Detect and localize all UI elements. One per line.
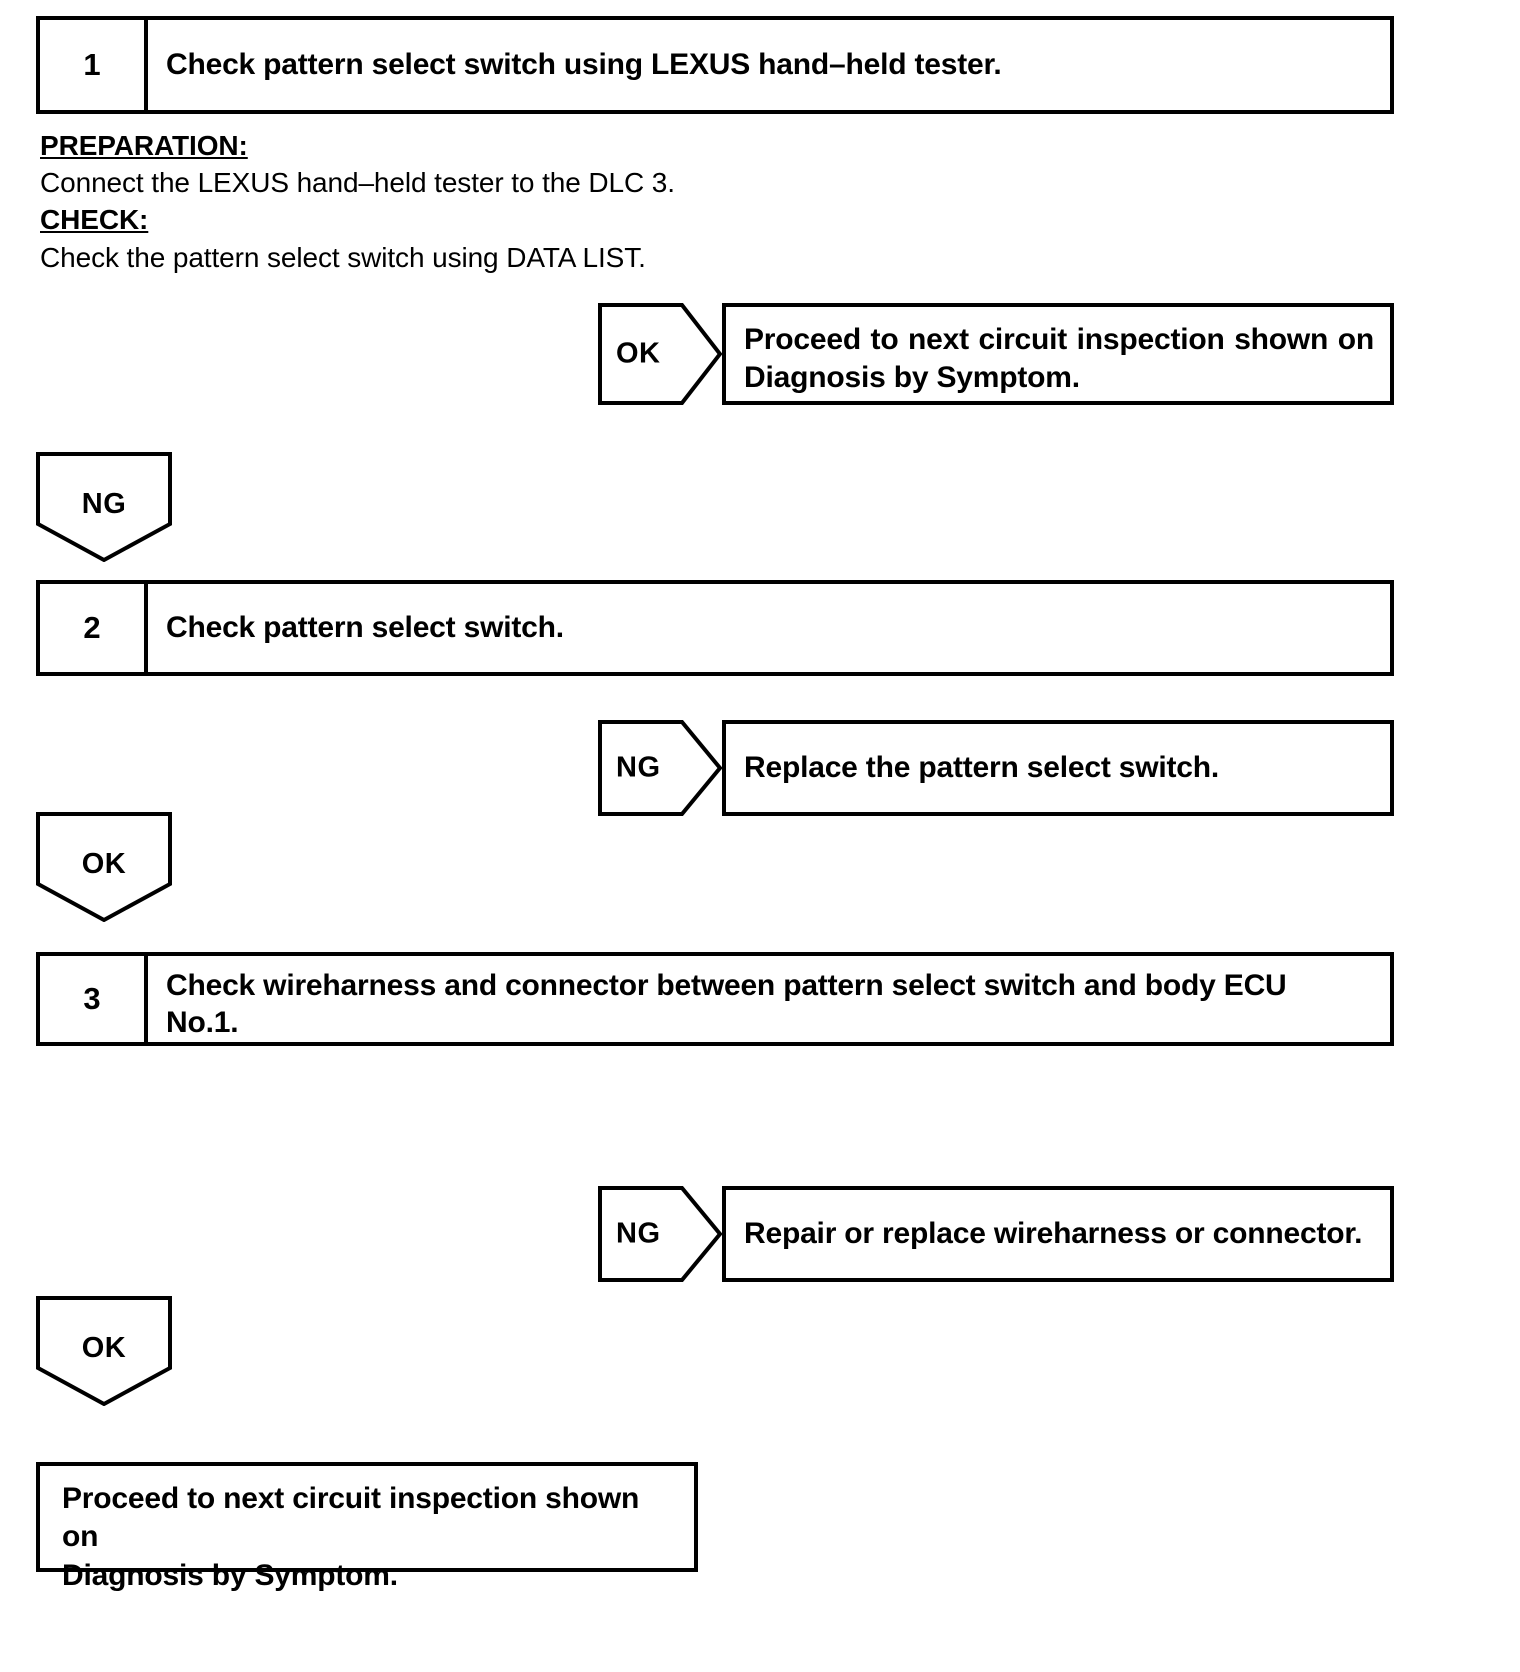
result-box-step1-ok: Proceed to next circuit inspection shown… <box>722 303 1394 405</box>
judgement-arrow-ng-3: NG <box>598 1186 722 1282</box>
judgement-label-ok-2: OK <box>81 848 127 880</box>
step-number-1: 1 <box>40 20 148 110</box>
result-box-step2-ng: Replace the pattern select switch. <box>722 720 1394 816</box>
step-box-3: 3 Check wireharness and connector betwee… <box>36 952 1394 1046</box>
step-box-2: 2 Check pattern select switch. <box>36 580 1394 676</box>
judgement-pentagon-ok-2: OK <box>36 812 172 922</box>
judgement-label-ok-3: OK <box>81 1332 127 1364</box>
preparation-header: PREPARATION: <box>40 130 248 161</box>
step-title-2: Check pattern select switch. <box>166 610 564 644</box>
result-line-1: Proceed to next circuit inspection shown… <box>744 323 1374 356</box>
branch-step1-ok: OK Proceed to next circuit inspection sh… <box>598 303 1394 405</box>
branch-step2-ng: NG Replace the pattern select switch. <box>598 720 1394 816</box>
step-number-2: 2 <box>40 584 148 672</box>
judgement-label-ng-1: NG <box>81 488 127 520</box>
terminal-line-1: Proceed to next circuit inspection shown… <box>62 1482 640 1554</box>
step-title-3-line2: No.1. <box>166 1005 239 1039</box>
step-box-1: 1 Check pattern select switch using LEXU… <box>36 16 1394 114</box>
step-number-3: 3 <box>40 956 148 1042</box>
judgement-pentagon-ng-1: NG <box>36 452 172 562</box>
judgement-label-ok-1: OK <box>616 337 661 370</box>
step-title-3: Check wireharness and connector between … <box>148 956 1390 1042</box>
check-header: CHECK: <box>40 204 149 236</box>
terminal-line-2: Diagnosis by Symptom. <box>62 1558 398 1592</box>
judgement-pentagon-ok-3: OK <box>36 1296 172 1406</box>
procedure-text-block: PREPARATION: Connect the LEXUS hand–held… <box>40 127 940 276</box>
judgement-label-ng-3: NG <box>616 1217 661 1250</box>
judgement-arrow-ok-1: OK <box>598 303 722 405</box>
terminal-result-box: Proceed to next circuit inspection shown… <box>36 1462 698 1592</box>
preparation-text: Connect the LEXUS hand–held tester to th… <box>40 167 675 199</box>
judgement-label-ng-2: NG <box>616 751 661 784</box>
step-title-1: Check pattern select switch using LEXUS … <box>166 47 1002 81</box>
check-text: Check the pattern select switch using DA… <box>40 241 646 273</box>
step-title-3-line1: Check wireharness and connector between … <box>166 969 1287 1002</box>
branch-step3-ng: NG Repair or replace wireharness or conn… <box>598 1186 1394 1282</box>
judgement-arrow-ng-2: NG <box>598 720 722 816</box>
result-box-step3-ng: Repair or replace wireharness or connect… <box>722 1186 1394 1282</box>
result-line-2: Diagnosis by Symptom. <box>744 360 1080 394</box>
